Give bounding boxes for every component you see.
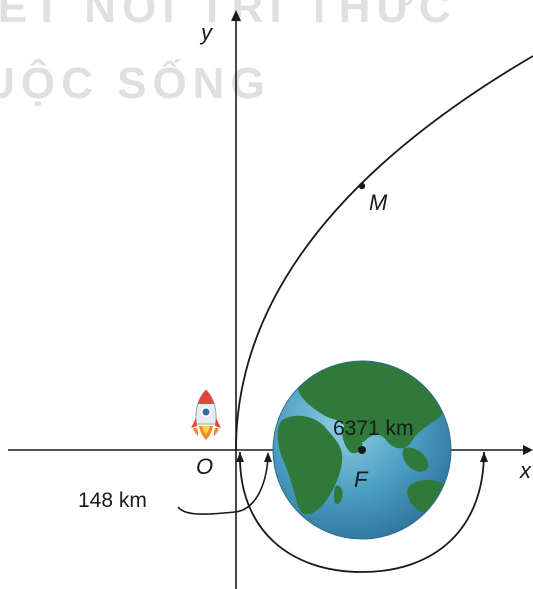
watermark-line1: KẾT NỐI TRI THỨC [0,0,457,32]
gap-label: 148 km [78,489,147,512]
gap-leader-line [177,457,269,515]
label-m: M [369,190,388,215]
watermark-line2: VỚI CUỘC SỐNG [0,57,271,108]
focus-point-f [358,446,366,454]
point-m [358,182,366,190]
gap-leader-arrow-icon [264,452,272,462]
radius-arc [239,451,485,573]
x-axis-label: x [519,458,532,483]
radius-arc-arrow-left-icon [236,452,244,462]
rocket-icon [191,389,221,440]
radius-label: 6371 km [333,417,414,440]
label-f: F [354,467,369,492]
y-axis-label: y [199,20,214,45]
x-axis-arrow-icon [523,445,533,455]
parabolic-orbit [235,55,533,451]
radius-arc-arrow-right-icon [480,452,488,462]
origin-label: O [196,454,213,479]
y-axis-arrow-icon [231,10,241,21]
